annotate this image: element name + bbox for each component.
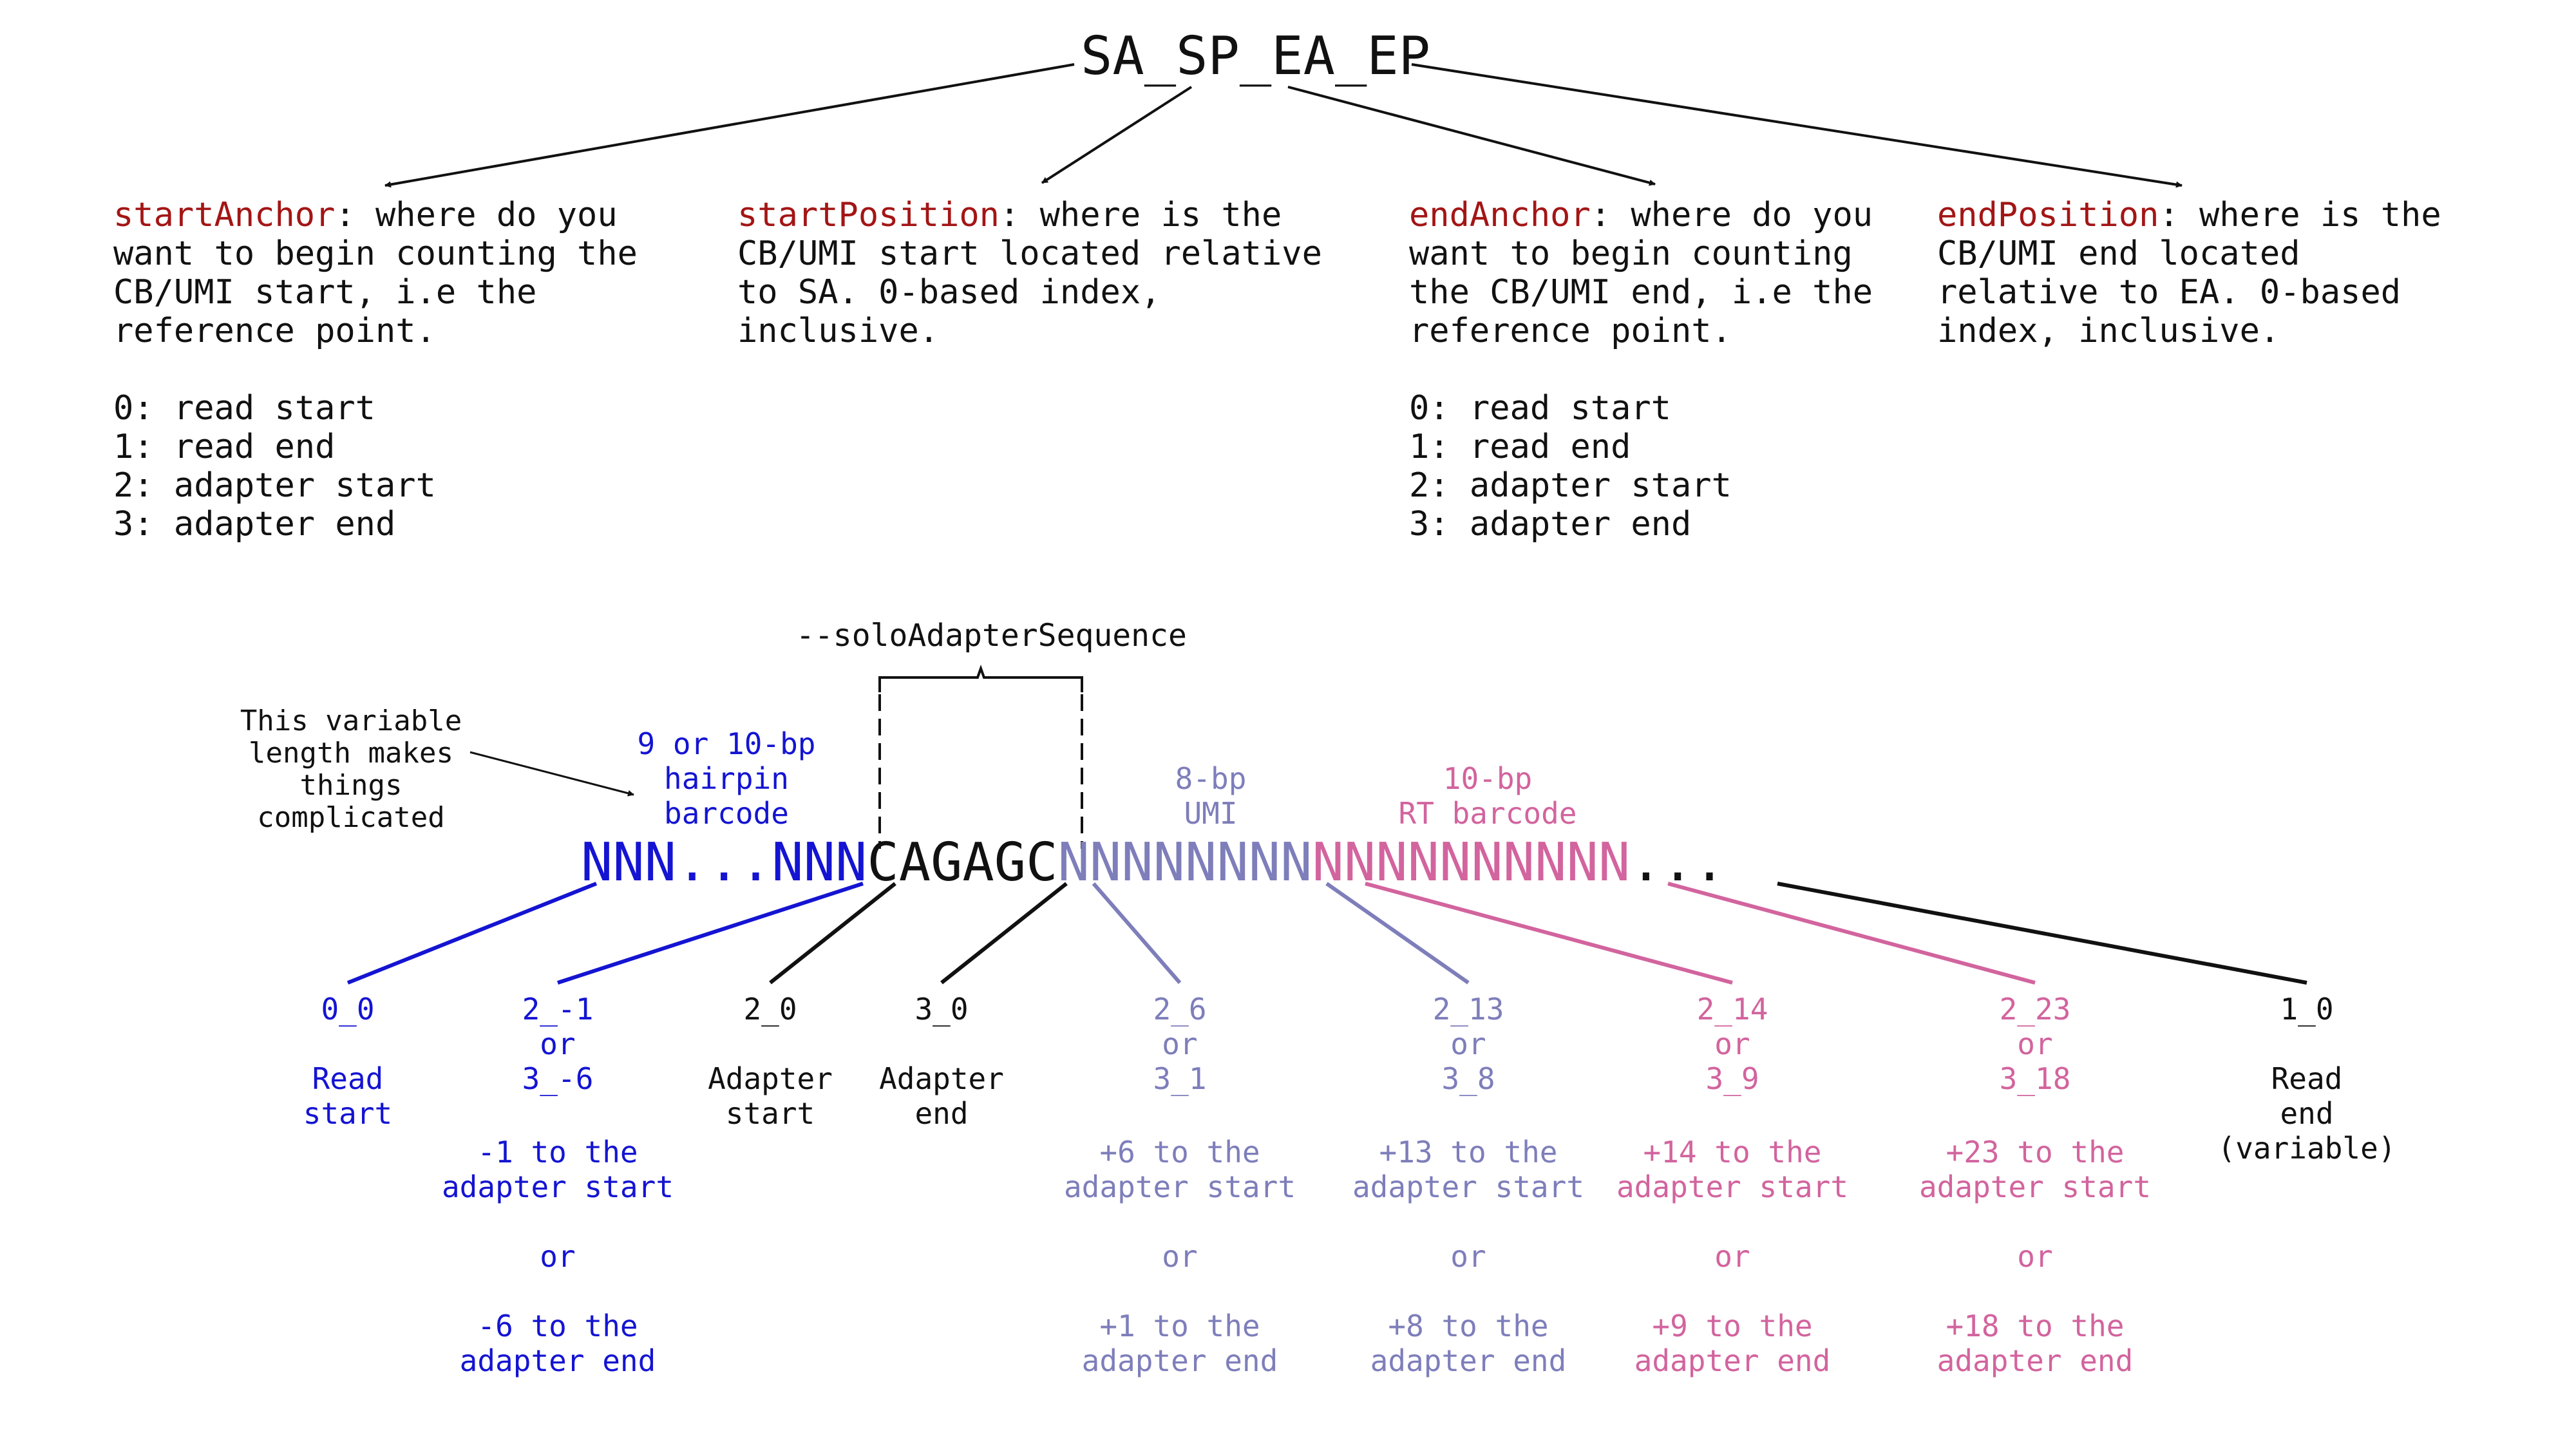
position-code-2-minus1: 2_-1 or 3_-6 [522,992,594,1096]
umi-label: 8-bp UMI [1175,761,1247,831]
connector-2-0 [769,882,896,985]
start-anchor-text: : where do you want to begin counting th… [113,196,638,544]
position-detail-2-6: +6 to the adapter start or +1 to the ada… [1063,1135,1296,1378]
hairpin-barcode-seq: NNN...NNN [581,832,867,893]
position-code-3-0: 3_0 [914,992,969,1027]
read-sequence: NNN...NNNCAGAGCNNNNNNNNNNNNNNNNNN... [581,831,1725,895]
format-title: SA_SP_EA_EP [1081,26,1431,87]
connector-2-23 [1667,882,2036,985]
position-code-0-0: 0_0 [321,992,375,1027]
start-position-term: startPosition [737,196,999,234]
read-continuation: ... [1630,832,1726,893]
connector-1-0 [1777,882,2307,985]
position-code-2-23: 2_23 or 3_18 [1999,992,2071,1096]
end-position-term: endPosition [1937,196,2159,234]
connector-2-14 [1365,882,1733,985]
position-desc-adapter-start: Adapter start [708,1061,833,1131]
position-detail-2-minus1: -1 to the adapter start or -6 to the ada… [441,1135,674,1378]
end-anchor-term: endAnchor [1409,196,1591,234]
arrow-to-start-position [1041,86,1193,184]
position-code-2-6: 2_6 or 3_1 [1153,992,1207,1096]
adapter-bracket [878,665,1083,849]
arrow-to-end-anchor [1287,86,1656,186]
connector-2-minus1 [557,882,864,985]
variable-note-arrow [469,751,634,797]
connector-3-0 [940,882,1068,985]
variable-length-note: This variable length makes things compli… [240,705,462,834]
adapter-seq: CAGAGC [867,832,1058,893]
end-anchor-text: : where do you want to begin counting th… [1409,196,1873,544]
adapter-sequence-label: --soloAdapterSequence [796,618,1187,654]
position-connectors [346,882,2307,985]
arrow-to-start-anchor [384,63,1075,188]
position-desc-read-end: Read end (variable) [2217,1061,2396,1166]
position-detail-2-23: +23 to the adapter start or +18 to the a… [1918,1135,2152,1378]
start-anchor-term: startAnchor [113,196,336,234]
position-code-2-0: 2_0 [743,992,797,1027]
umi-seq: NNNNNNNN [1057,832,1312,893]
position-desc-adapter-end: Adapter end [879,1061,1004,1131]
rt-barcode-label: 10-bp RT barcode [1398,761,1577,831]
start-position-text: : where is the CB/UMI start located rela… [737,196,1322,350]
position-code-2-14: 2_14 or 3_9 [1696,992,1768,1096]
end-anchor-definition: endAnchor: where do you want to begin co… [1409,196,1873,544]
hairpin-barcode-label: 9 or 10-bp hairpin barcode [637,726,816,831]
bracket-brace [878,665,1083,692]
connector-2-13 [1325,882,1470,985]
position-desc-read-start: Read start [303,1061,393,1131]
title-arrows [384,63,2183,188]
position-detail-2-13: +13 to the adapter start or +8 to the ad… [1352,1135,1585,1378]
rt-barcode-seq: NNNNNNNNNN [1312,832,1631,893]
end-position-definition: endPosition: where is the CB/UMI end loc… [1937,196,2441,350]
connector-2-6 [1092,882,1182,984]
position-code-1-0: 1_0 [2280,992,2334,1027]
start-position-definition: startPosition: where is the CB/UMI start… [737,196,1322,350]
position-detail-2-14: +14 to the adapter start or +9 to the ad… [1616,1135,1849,1378]
position-code-2-13: 2_13 or 3_8 [1432,992,1504,1096]
end-position-text: : where is the CB/UMI end located relati… [1937,196,2441,350]
arrow-to-end-position [1411,63,2183,188]
connector-0-0 [346,882,598,985]
start-anchor-definition: startAnchor: where do you want to begin … [113,196,638,544]
